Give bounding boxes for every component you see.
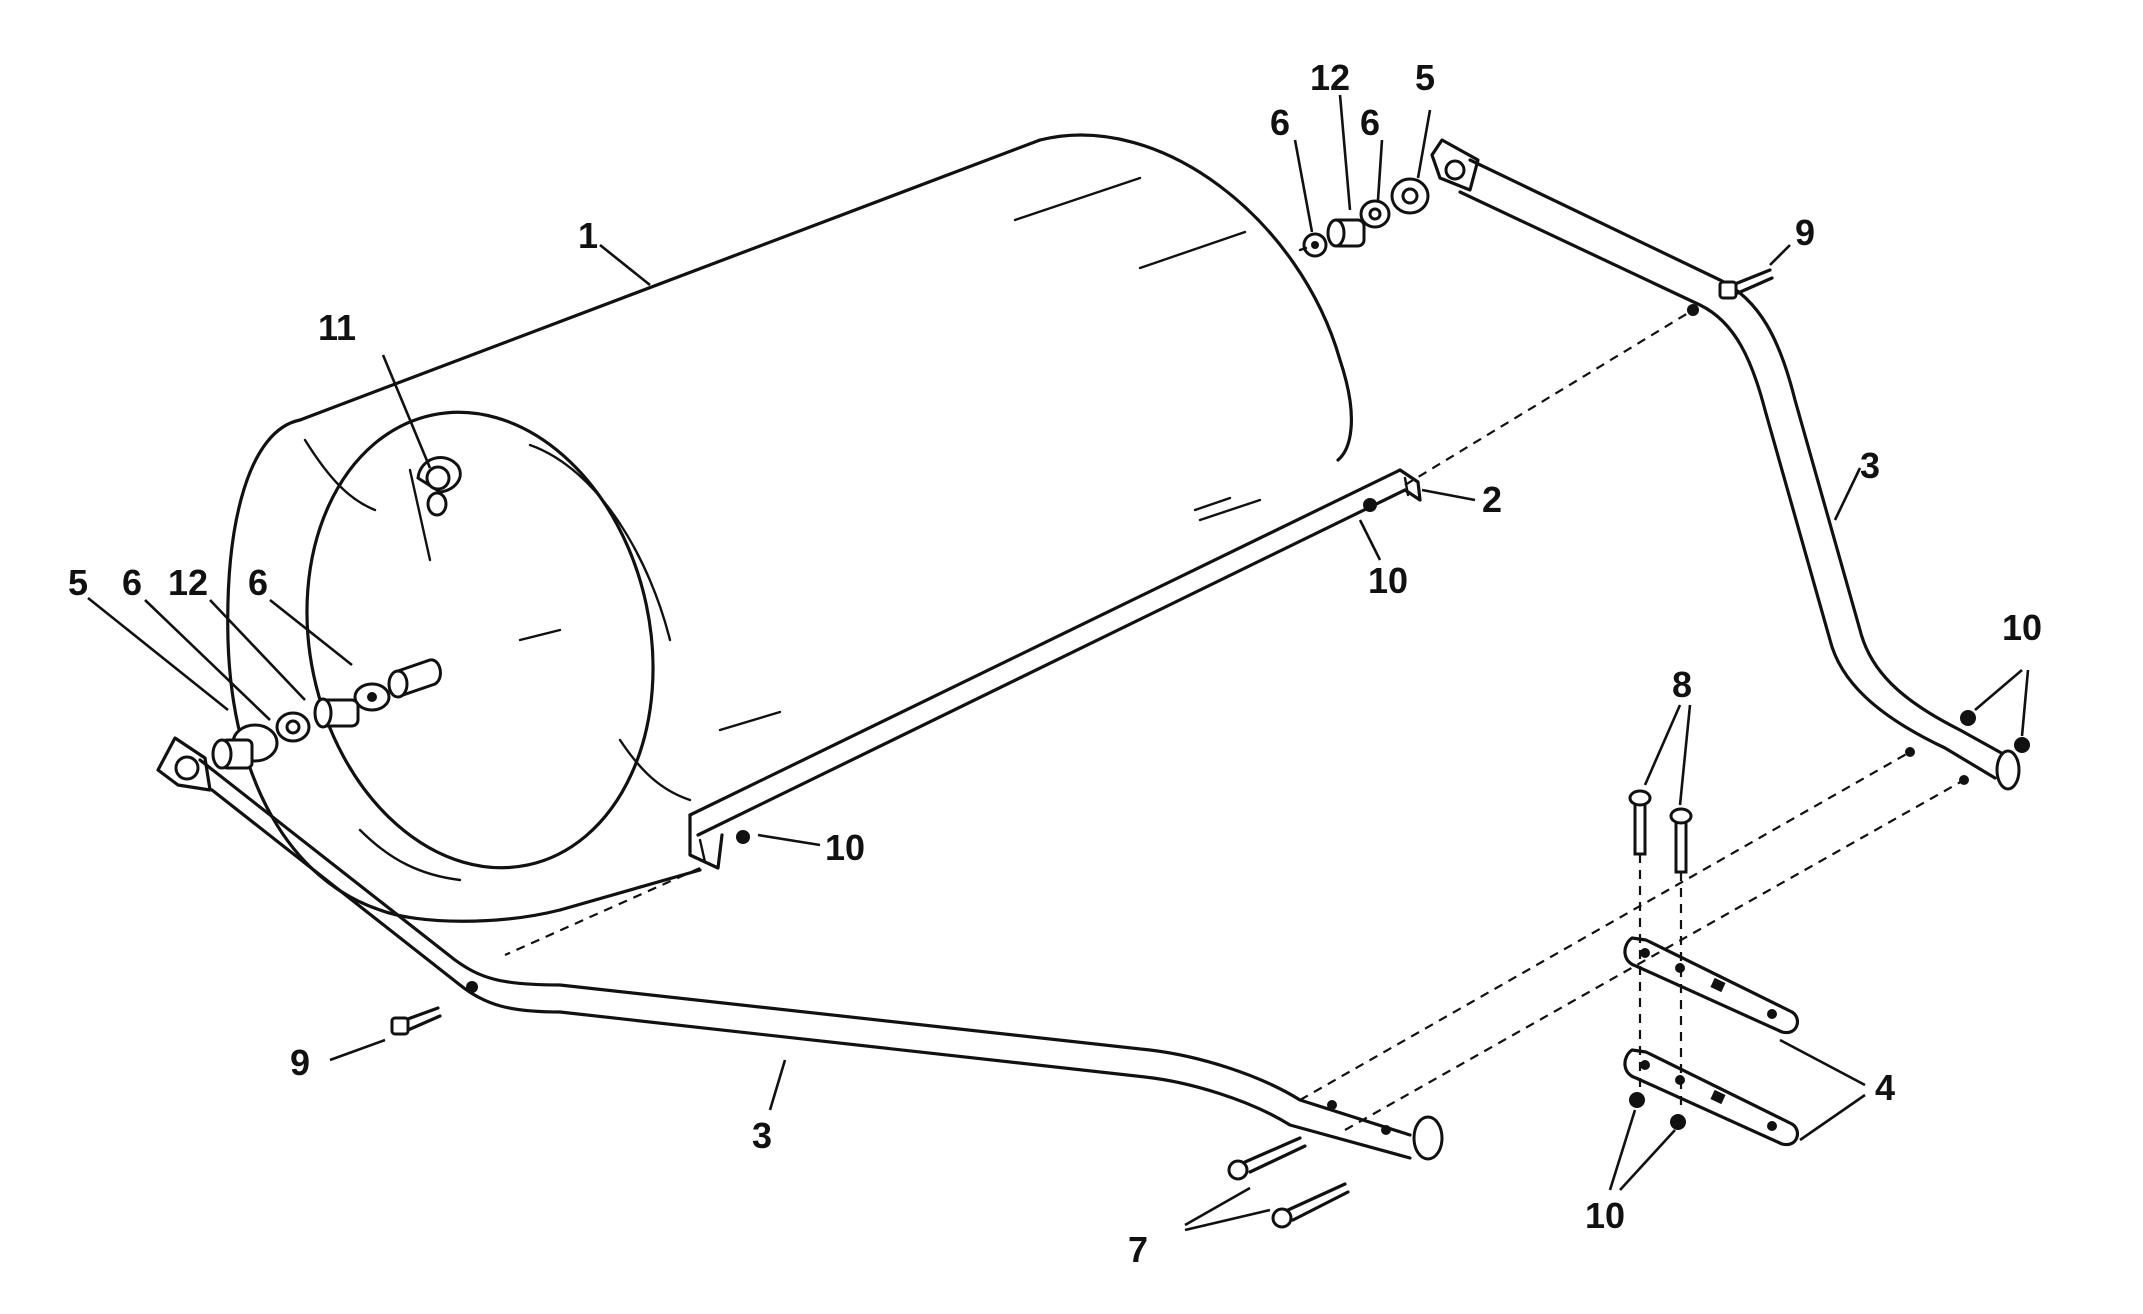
callout-handle-right: 3 <box>1860 445 1880 486</box>
callout-tie-bar: 2 <box>1482 479 1502 520</box>
callout-spacer-right: 12 <box>1310 57 1350 98</box>
callout-nut-tie-bar-left: 10 <box>825 827 865 868</box>
leader-lines <box>87 94 2030 1232</box>
left-axle-hardware <box>211 682 391 770</box>
right-axle-hardware <box>1298 177 1430 258</box>
callout-bushing-right: 5 <box>1415 57 1435 98</box>
handle-left <box>156 736 1444 1161</box>
fill-valve <box>416 456 462 517</box>
callout-nuts-plates: 10 <box>1585 1195 1625 1236</box>
callout-nuts-handle-end: 10 <box>2002 607 2042 648</box>
callout-bolt-left: 9 <box>290 1042 310 1083</box>
callout-link-plates: 4 <box>1875 1067 1895 1108</box>
drum-roller <box>226 133 1353 923</box>
callout-drum: 1 <box>578 215 598 256</box>
callout-washer-right-a: 6 <box>1270 102 1290 143</box>
callout-handle-left: 3 <box>752 1115 772 1156</box>
callout-nut-tie-bar-right: 10 <box>1368 560 1408 601</box>
tie-bar <box>688 468 1422 870</box>
assembly-lines <box>504 309 1965 1131</box>
callout-washer-right-b: 6 <box>1360 102 1380 143</box>
callout-bolts-7: 7 <box>1128 1229 1148 1270</box>
callout-spacer-left: 12 <box>168 562 208 603</box>
callout-washer-left-a: 6 <box>122 562 142 603</box>
callout-bolts-8: 8 <box>1672 664 1692 705</box>
handle-right <box>1430 138 2021 791</box>
link-plates <box>1623 936 1800 1147</box>
callout-bushing-left: 5 <box>68 562 88 603</box>
callout-labels: 1 11 2 10 10 3 3 4 5 6 12 6 6 12 6 5 7 8… <box>68 57 2042 1270</box>
callout-bolt-right: 9 <box>1795 212 1815 253</box>
callout-valve: 11 <box>318 307 356 348</box>
callout-washer-left-b: 6 <box>248 562 268 603</box>
bolts-and-nuts <box>390 268 2030 1229</box>
